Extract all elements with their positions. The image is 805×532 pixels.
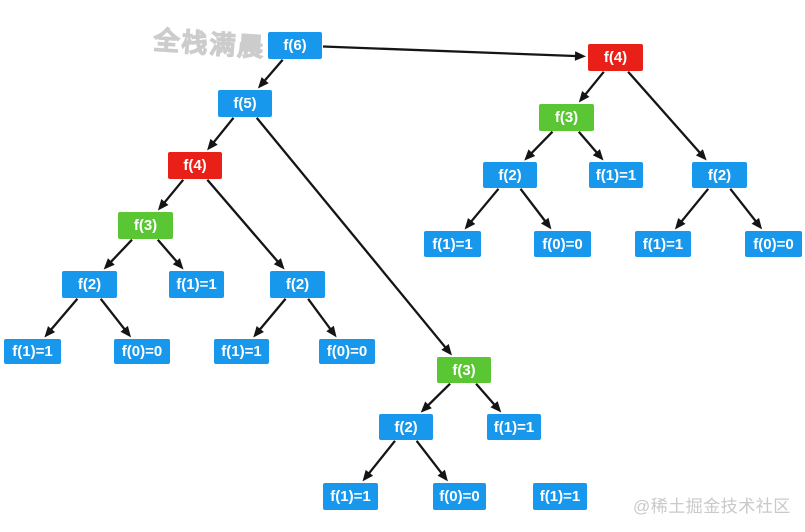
edge-f4l-to-f2b bbox=[206, 179, 281, 265]
tree-node-f1e: f(1)=1 bbox=[323, 483, 378, 510]
tree-node-f5: f(5) bbox=[218, 90, 272, 117]
edge-arrowhead-f3l-to-f1b bbox=[172, 258, 184, 270]
edge-arrowhead-f3b-to-f1d bbox=[490, 401, 502, 413]
tree-node-f3r: f(3) bbox=[539, 104, 594, 131]
edge-arrowhead-f2a-to-f0a bbox=[120, 325, 131, 338]
tree-node-f3b: f(3) bbox=[437, 357, 491, 383]
tree-node-f1b: f(1)=1 bbox=[169, 271, 224, 298]
tree-node-f1g: f(1)=1 bbox=[589, 162, 643, 188]
tree-node-f6: f(6) bbox=[268, 32, 322, 59]
edge-arrowhead-f4l-to-f2b bbox=[273, 258, 285, 270]
edge-arrowhead-f4l-to-f3l bbox=[157, 199, 169, 211]
tree-node-f2c: f(2) bbox=[379, 414, 433, 440]
edge-arrowhead-f2b-to-f1c bbox=[253, 326, 264, 338]
tree-node-f1f: f(1)=1 bbox=[533, 483, 587, 510]
edge-f2d-to-f0d bbox=[519, 188, 548, 224]
tree-node-f2a: f(2) bbox=[62, 271, 117, 298]
edge-arrowhead-f3r-to-f2d bbox=[524, 149, 536, 161]
edge-arrowhead-f6-to-f4r bbox=[574, 51, 586, 61]
tree-node-f2d: f(2) bbox=[483, 162, 537, 188]
edge-arrowhead-f3l-to-f2a bbox=[103, 258, 115, 270]
edge-f3l-to-f1b bbox=[156, 239, 180, 265]
edge-arrowhead-f2d-to-f1h bbox=[464, 218, 476, 230]
tree-node-f4l: f(4) bbox=[168, 152, 222, 179]
edge-arrowhead-f2b-to-f0b bbox=[326, 325, 337, 338]
edge-arrowhead-f2a-to-f1a bbox=[44, 326, 56, 338]
tree-node-f0b: f(0)=0 bbox=[319, 339, 375, 364]
edge-f2c-to-f1e bbox=[366, 440, 396, 476]
tree-node-f3l: f(3) bbox=[118, 212, 173, 239]
edge-f6-to-f4r bbox=[322, 45, 579, 58]
tree-node-f1c: f(1)=1 bbox=[214, 339, 269, 364]
edge-arrowhead-f6-to-f5 bbox=[257, 77, 269, 89]
edge-f3r-to-f2d bbox=[528, 130, 554, 156]
edge-arrowhead-f4r-to-f3r bbox=[578, 91, 590, 103]
edge-f3r-to-f1g bbox=[577, 131, 600, 156]
edge-f5-to-f4l bbox=[211, 117, 235, 145]
watermark-top-left: 全栈满晨 bbox=[152, 24, 267, 63]
edge-arrowhead-f2c-to-f0c bbox=[437, 469, 448, 482]
edge-f2b-to-f1c bbox=[257, 298, 287, 333]
edge-f3b-to-f2c bbox=[425, 382, 451, 408]
edge-arrowhead-f2e-to-f1i bbox=[674, 218, 686, 230]
tree-node-f0d: f(0)=0 bbox=[534, 231, 591, 257]
edge-arrowhead-f2d-to-f0d bbox=[541, 217, 552, 230]
tree-node-f1i: f(1)=1 bbox=[635, 231, 691, 257]
edge-f3b-to-f1d bbox=[475, 383, 497, 408]
edge-f5-to-f3b bbox=[255, 117, 448, 351]
edge-arrowhead-f4r-to-f2e bbox=[695, 149, 707, 161]
watermark-bottom-right: @稀土掘金技术社区 bbox=[633, 497, 791, 516]
edge-f2e-to-f1i bbox=[679, 188, 710, 225]
edge-f4r-to-f3r bbox=[583, 71, 605, 98]
edge-f4l-to-f3l bbox=[162, 179, 185, 206]
edge-f4r-to-f2e bbox=[627, 70, 703, 156]
edge-arrowhead-f5-to-f3b bbox=[441, 344, 452, 356]
tree-node-f2b: f(2) bbox=[270, 271, 325, 298]
edge-arrowhead-f5-to-f4l bbox=[207, 138, 218, 151]
edge-f3l-to-f2a bbox=[108, 238, 133, 265]
tree-node-f1a: f(1)=1 bbox=[4, 339, 61, 364]
tree-node-f4r: f(4) bbox=[588, 44, 643, 71]
edge-f6-to-f5 bbox=[262, 59, 284, 84]
edge-arrowhead-f2e-to-f0e bbox=[751, 217, 763, 230]
tree-node-f1h: f(1)=1 bbox=[424, 231, 481, 257]
tree-node-f0e: f(0)=0 bbox=[745, 231, 802, 257]
tree-node-f1d: f(1)=1 bbox=[487, 414, 541, 440]
edge-arrowhead-f3b-to-f2c bbox=[420, 401, 432, 413]
edge-arrowhead-f3r-to-f1g bbox=[592, 149, 604, 161]
tree-node-f0c: f(0)=0 bbox=[433, 483, 486, 510]
tree-node-f2e: f(2) bbox=[692, 162, 747, 188]
edge-f2c-to-f0c bbox=[415, 440, 444, 476]
edge-f2b-to-f0b bbox=[307, 298, 333, 332]
edge-f2e-to-f0e bbox=[729, 188, 759, 224]
tree-node-f0a: f(0)=0 bbox=[114, 339, 170, 364]
edge-f2a-to-f0a bbox=[99, 298, 127, 332]
edge-f2d-to-f1h bbox=[468, 188, 500, 225]
edge-arrowhead-f2c-to-f1e bbox=[362, 469, 374, 482]
edge-f2a-to-f1a bbox=[48, 298, 79, 333]
